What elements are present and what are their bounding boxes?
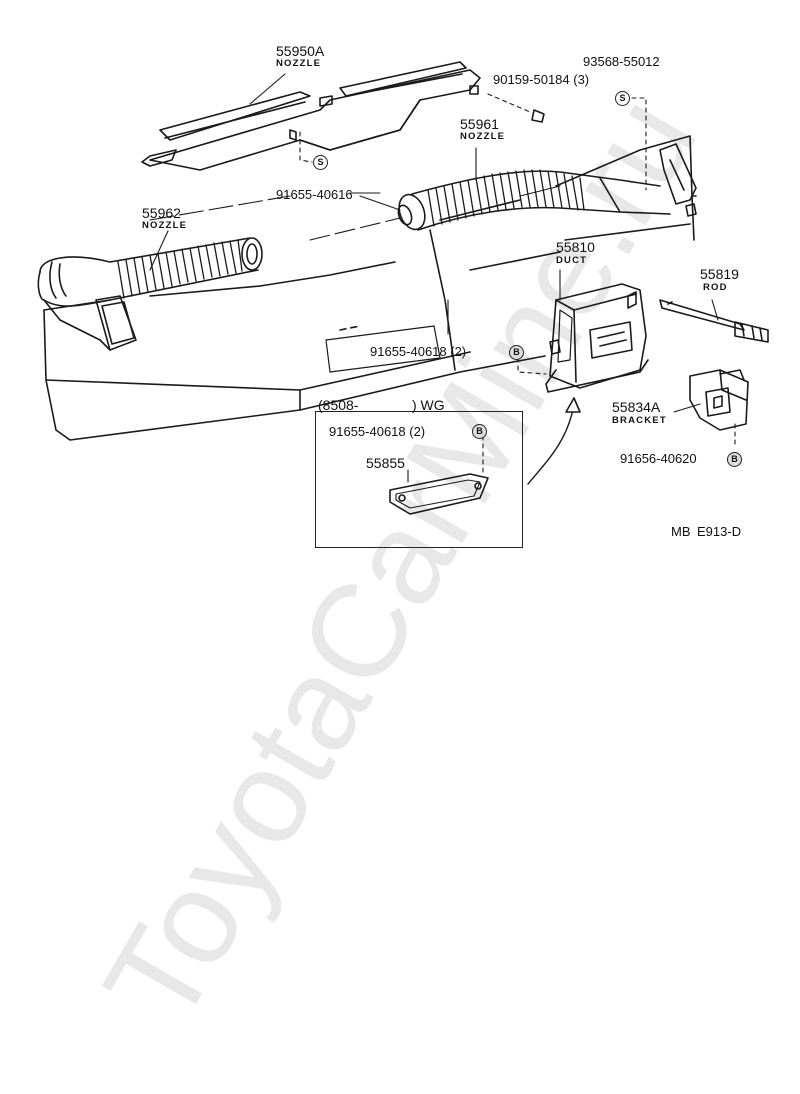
code-e913-d: E913-D: [697, 524, 742, 539]
label-91655-40616: 91655-40616: [276, 187, 353, 202]
bracket-55834a-drawing: [689, 369, 749, 431]
nozzle-55962-drawing: [37, 237, 263, 351]
b-badge-91656: B: [727, 452, 742, 467]
s-badge-93568: S: [615, 91, 630, 106]
inset-range-end: ) WG: [412, 397, 445, 413]
label-91655-40618-main: 91655-40618 (2): [370, 344, 467, 359]
nozzle-55961-drawing: [397, 143, 697, 231]
inset-box: [315, 411, 523, 548]
label-91656-40620: 91656-40620: [620, 451, 697, 466]
instrument-panel-outline: [43, 135, 697, 441]
b-badge-main: B: [509, 345, 524, 360]
label-55950a-nozzle: NOZZLE: [276, 58, 322, 69]
label-90159-50184: 90159-50184 (3): [493, 72, 590, 87]
s-badge-55950a: S: [313, 155, 328, 170]
rod-55819-drawing: [659, 299, 769, 343]
label-55819-rod: ROD: [703, 282, 728, 293]
label-91655-40618-inset: 91655-40618 (2): [329, 424, 426, 439]
b-badge-inset: B: [472, 424, 487, 439]
label-55834a: 55834A: [612, 399, 661, 415]
label-55961-nozzle: NOZZLE: [460, 131, 506, 142]
label-55962: 55962: [142, 205, 181, 221]
label-55961: 55961: [460, 116, 499, 132]
code-mb: MB: [671, 524, 691, 539]
label-55810: 55810: [556, 239, 595, 255]
label-55962-nozzle: NOZZLE: [142, 220, 188, 231]
label-55950a: 55950A: [276, 43, 325, 59]
label-55855: 55855: [366, 455, 405, 471]
label-55810-duct: DUCT: [556, 255, 588, 266]
label-55819: 55819: [700, 266, 739, 282]
label-93568-55012: 93568-55012: [583, 54, 660, 69]
inset-range-start: (8508-: [318, 397, 359, 413]
duct-55810-drawing: [545, 283, 649, 393]
nozzle-55950a-drawing: [141, 61, 481, 171]
arrow-to-duct: [527, 403, 575, 485]
part-55855-drawing: [389, 473, 489, 515]
label-55834a-bracket: BRACKET: [612, 415, 667, 426]
